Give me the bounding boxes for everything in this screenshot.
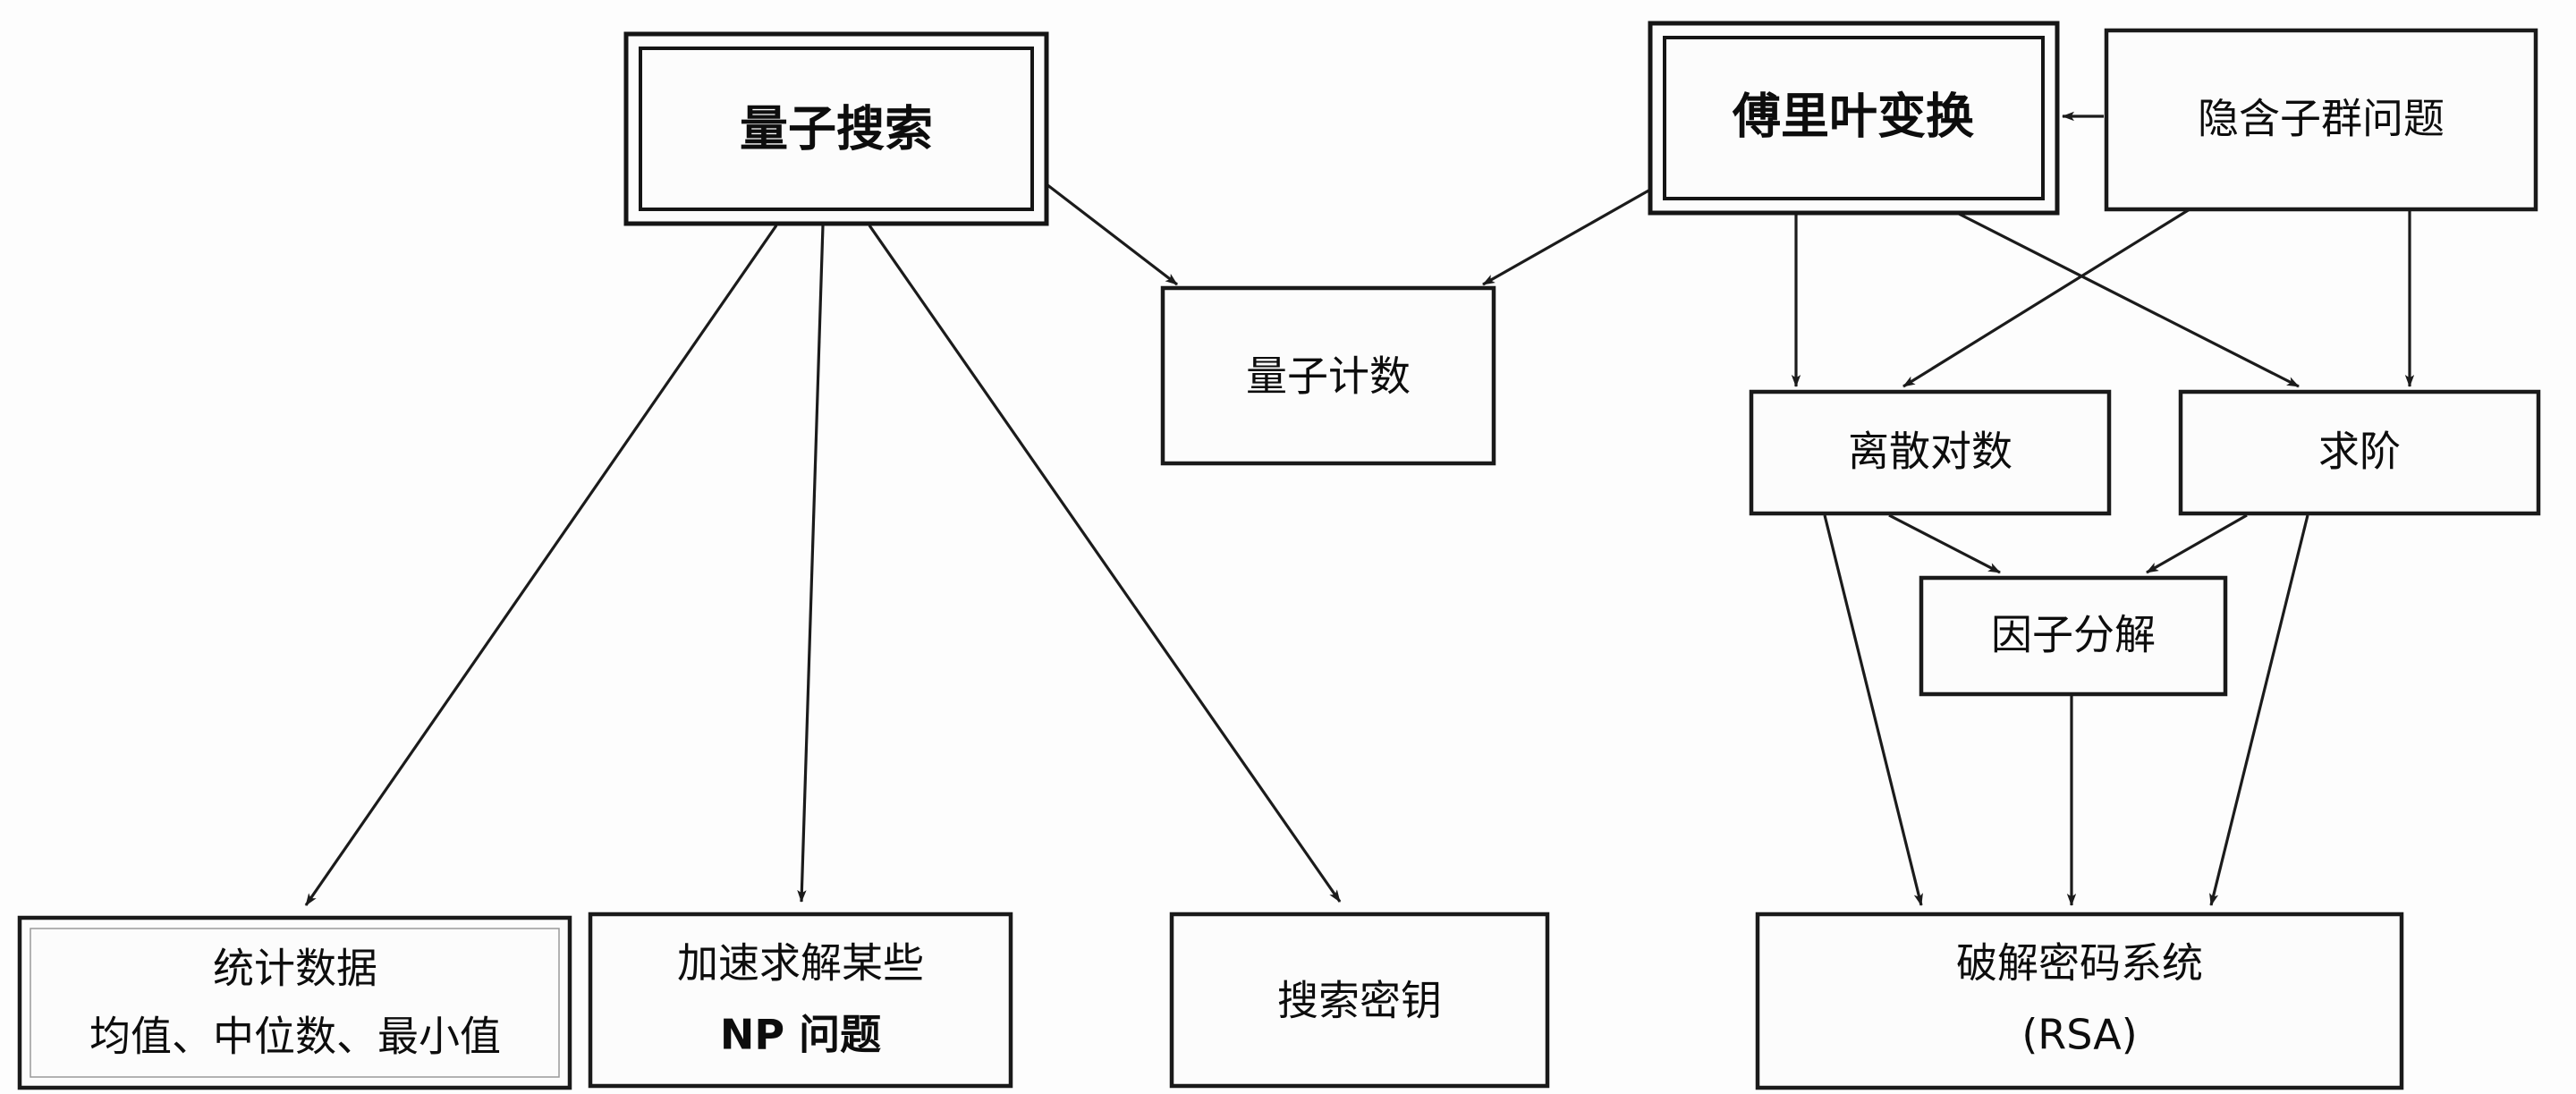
node-break-crypto[interactable]: 破解密码系统 (RSA) [1755,912,2404,1090]
node-label-fourier-transform: 傅里叶变换 [1732,89,1974,145]
node-label-statistics-line1: 统计数据 [213,945,377,993]
node-quantum-search[interactable]: 量子搜索 [623,31,1049,226]
edge-fourier-to-order-finding [1956,211,2300,388]
node-np-speedup[interactable]: 加速求解某些 NP 问题 [588,912,1013,1089]
edge-discrete-log-to-break-crypto [1823,514,1923,906]
edge-quantum-search-to-quantum-counting [1046,182,1178,286]
edge-quantum-search-to-statistics [304,225,778,906]
node-label-np-speedup-line1: 加速求解某些 [677,939,924,988]
edge-quantum-search-to-np-speedup [797,225,825,903]
edge-order-finding-to-factorization [2146,513,2248,574]
node-label-quantum-counting: 量子计数 [1246,352,1411,401]
node-label-break-crypto-line2: (RSA) [2021,1011,2137,1059]
node-label-break-crypto-line1: 破解密码系统 [1956,939,2203,988]
node-quantum-counting[interactable]: 量子计数 [1160,285,1496,466]
node-statistics[interactable]: 统计数据 均值、中位数、最小值 [17,915,572,1090]
node-label-search-key: 搜索密钥 [1277,977,1442,1025]
node-fourier-transform[interactable]: 傅里叶变换 [1648,21,2060,216]
edge-fourier-to-quantum-counting [1482,188,1651,286]
node-order-finding[interactable]: 求阶 [2178,389,2541,516]
node-discrete-log[interactable]: 离散对数 [1749,389,2112,516]
edge-discrete-log-to-factorization [1888,513,2001,574]
node-label-statistics-line2: 均值、中位数、最小值 [89,1013,501,1061]
edge-hidden-subgroup-to-discrete-log [1902,208,2190,388]
node-label-order-finding: 求阶 [2318,428,2401,476]
node-label-discrete-log: 离散对数 [1848,428,2012,476]
node-label-quantum-search: 量子搜索 [740,101,933,157]
node-hidden-subgroup[interactable]: 隐含子群问题 [2104,28,2538,212]
node-label-factorization: 因子分解 [1991,611,2156,659]
edge-quantum-search-to-search-key [868,225,1342,903]
edge-layer [304,111,2415,906]
node-search-key[interactable]: 搜索密钥 [1169,912,1550,1089]
edge-order-finding-to-break-crypto [2209,514,2309,906]
node-label-np-speedup-line2: NP 问题 [720,1011,881,1059]
node-factorization[interactable]: 因子分解 [1919,575,2228,697]
node-label-hidden-subgroup: 隐含子群问题 [2198,95,2445,143]
